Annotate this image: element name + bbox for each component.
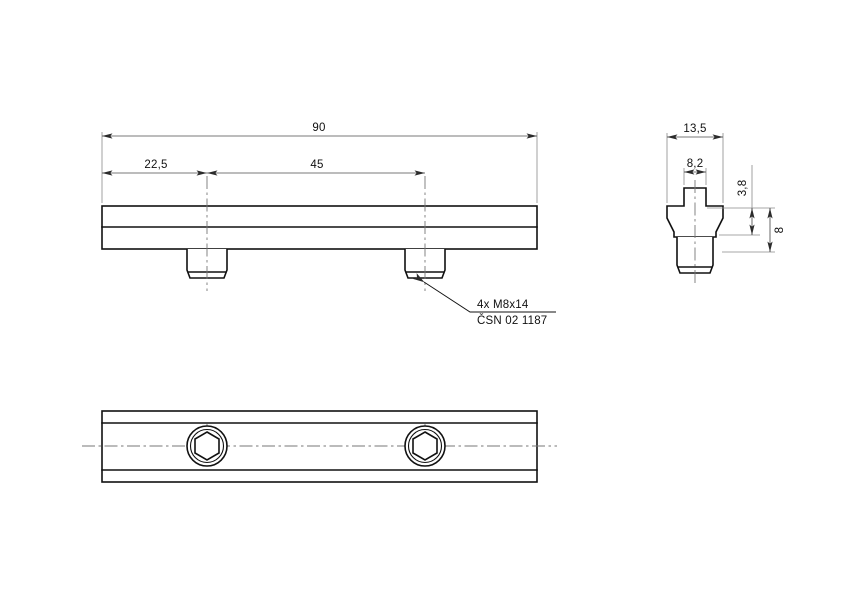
- bottom-hex-socket-right: [412, 431, 438, 461]
- dim-text-first-hole-offset: 22,5: [144, 159, 167, 171]
- note-text-screw-standard: ČSN 02 1187: [477, 314, 547, 327]
- bottom-hex-socket-left: [194, 431, 220, 461]
- side-view-dimensions: 13,5 8,2 3,8 8: [666, 123, 786, 253]
- side-section-view: [666, 180, 724, 286]
- bottom-plate-outline: [101, 410, 538, 483]
- dim-text-neck-width: 8,2: [687, 158, 704, 170]
- bottom-plan-view: [82, 410, 557, 483]
- bottom-screw-head-right: [404, 424, 446, 469]
- bottom-screw-head-inner-circle-right: [407, 428, 443, 464]
- dim-text-overall-length: 90: [312, 122, 325, 134]
- dim-text-hole-spacing: 45: [310, 159, 323, 171]
- leader-line-screw-note: [412, 273, 556, 313]
- front-view-dimensions: 90 22,5 45: [101, 122, 538, 203]
- front-elevation-view: [101, 176, 538, 291]
- bottom-screw-head-inner-circle-left: [189, 428, 225, 464]
- note-text-screw-designation: 4x M8x14: [477, 299, 529, 311]
- dim-text-flange-width: 13,5: [683, 123, 706, 135]
- dim-text-total-height: 8: [774, 227, 786, 234]
- screw-specification-note: 4x M8x14 ČSN 02 1187: [412, 273, 556, 327]
- dim-text-neck-height: 3,8: [737, 180, 749, 197]
- bottom-screw-head-left: [186, 424, 228, 469]
